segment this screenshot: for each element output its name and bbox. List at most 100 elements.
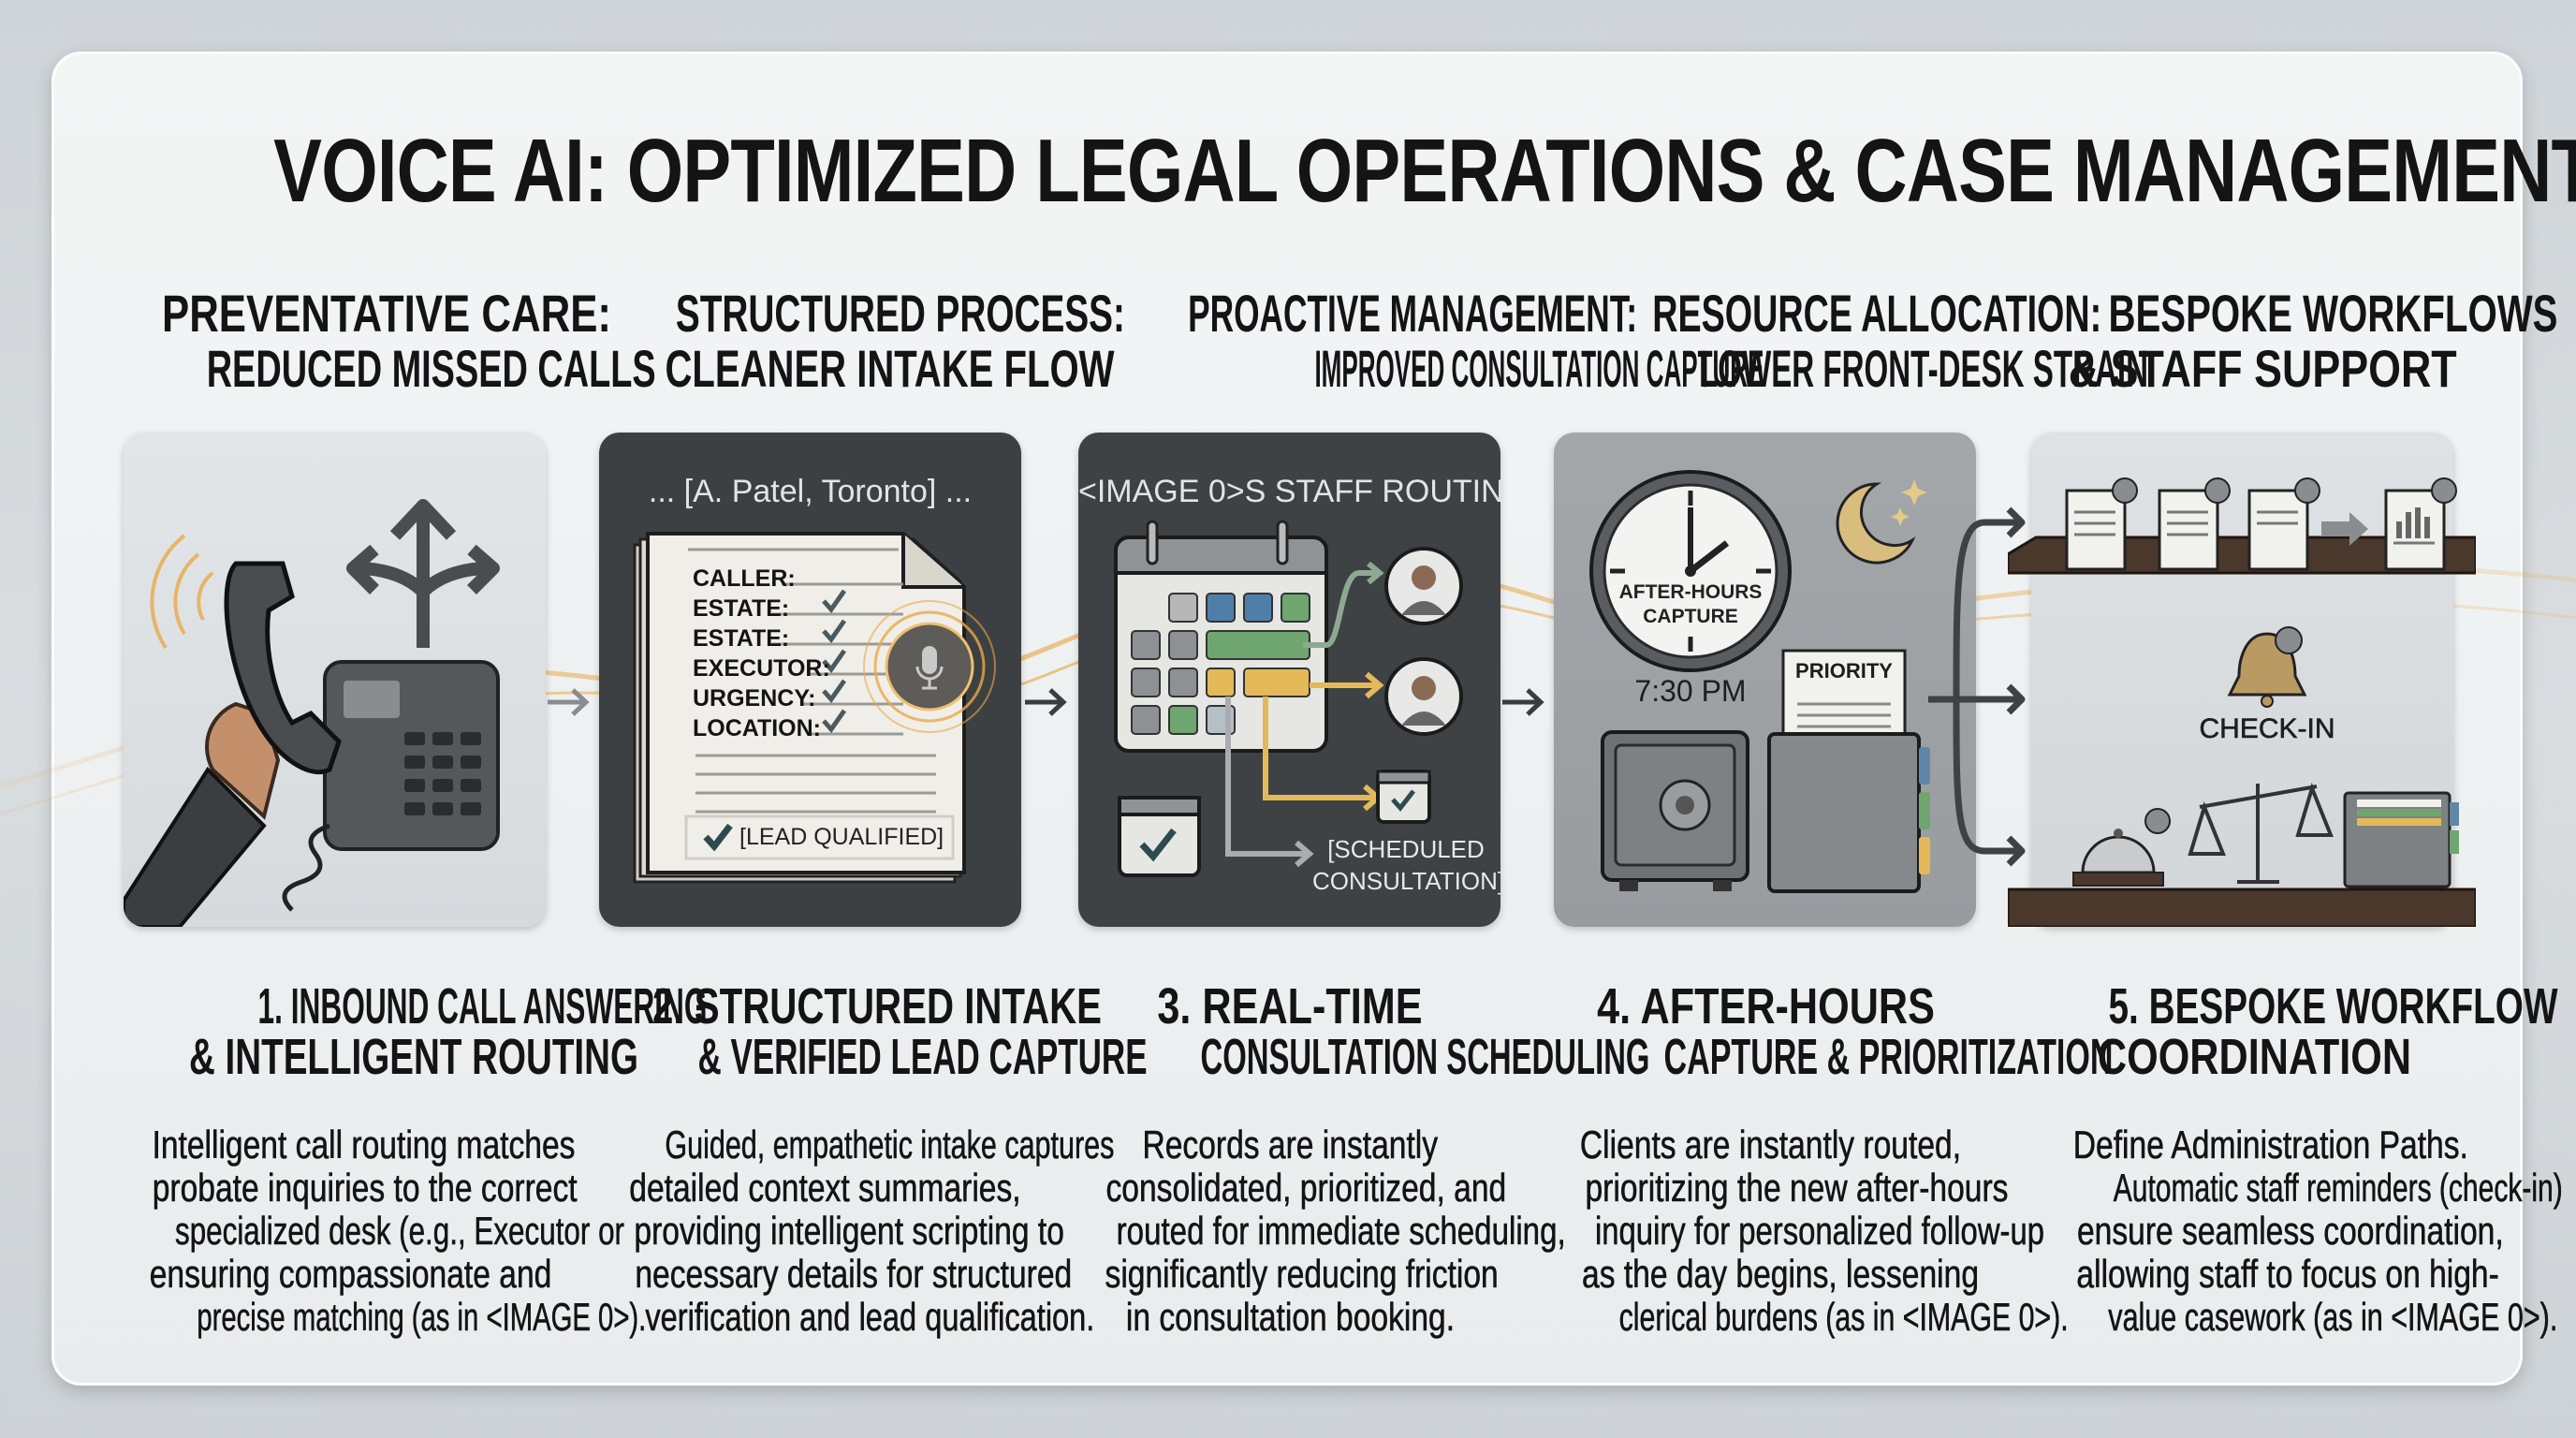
intake-caption: ... [A. Patel, Toronto] ... [648,474,973,509]
column-header-3: PROACTIVE MANAGEMENT:IMPROVED CONSULTATI… [1056,286,1764,396]
status-line: [SCHEDULED [1327,835,1485,863]
desc-line: prioritizing the new after-hours [1585,1166,2009,1210]
arrow-right-icon [548,688,590,716]
desc-line: as the day begins, lessening [1582,1252,1980,1296]
desc-line: Define Administration Paths. [2072,1123,2469,1167]
header-line: PROACTIVE MANAGEMENT: [1188,284,1638,343]
step-title-1: 1. INBOUND CALL ANSWERING& INTELLIGENT R… [99,981,708,1082]
desc-line: allowing staff to focus on high- [2076,1252,2499,1296]
arrow-right-icon [1025,688,1067,716]
checkmark-icon [703,589,847,852]
desc-line: in consultation booking. [1125,1295,1455,1339]
column-header-4: RESOURCE ALLOCATION:LOWER FRONT-DESK STR… [1544,286,2148,396]
page-title: VOICE AI: OPTIMIZED LEGAL OPERATIONS & C… [0,120,2576,223]
safe-icon [1601,730,1749,891]
desc-line: probate inquiries to the correct [152,1166,578,1210]
step-line: CONSULTATION SCHEDULING [1200,1029,1650,1085]
column-header-5: BESPOKE WORKFLOWS& STAFF SUPPORT [2020,286,2558,398]
check-in-label: CHECK-IN [2199,713,2335,745]
field-label: EXECUTOR: [693,655,830,682]
field-label: ESTATE: [693,595,790,622]
desc-line: necessary details for structured [635,1252,1073,1296]
panel-after-hours: AFTER-HOURS CAPTURE 7:30 PM PRIORITY [1554,433,1976,927]
desc-line: verification and lead qualification. [645,1295,1095,1339]
desc-line: detailed context summaries, [629,1166,1021,1210]
step-line: COORDINATION [2097,1029,2411,1085]
panel-bespoke-workflow: CHECK-IN [2008,433,2476,927]
desc-line: significantly reducing friction [1105,1252,1499,1296]
scheduled-consultation-status: [SCHEDULED CONSULTATION] [1312,833,1500,897]
desc-line: Records are instantly [1142,1123,1438,1167]
branching-arrows-icon [346,499,500,648]
file-box-icon [2343,791,2459,888]
panel-structured-intake: ... [A. Patel, Toronto] ... CALLER: ESTA… [599,433,1021,927]
step-line: CAPTURE & PRIORITIZATION [1663,1029,2114,1085]
microphone-icon [863,600,996,733]
step-description-4: Clients are instantly routed,prioritizin… [1532,1123,2069,1339]
bell-icon [2227,626,2307,708]
step-line: 4. AFTER-HOURS [1597,978,1936,1034]
branching-arrow-icon [1928,506,2026,867]
sound-waves-icon [150,534,214,650]
desc-line: consolidated, prioritized, and [1105,1166,1507,1210]
desc-line: Intelligent call routing matches [152,1123,576,1167]
desc-line: Clients are instantly routed, [1579,1123,1962,1167]
step-line: 1. INBOUND CALL ANSWERING [257,978,708,1034]
arrow-right-icon [1502,688,1544,716]
priority-folder-icon [1767,649,1930,893]
step-line: 5. BESPOKE WORKFLOW [2108,978,2558,1034]
column-header-2: STRUCTURED PROCESS:CLEANER INTAKE FLOW [576,286,1124,396]
column-header-1: PREVENTATIVE CARE:REDUCED MISSED CALLS [99,286,656,396]
header-line: RESOURCE ALLOCATION: [1652,284,2102,343]
service-bell-icon [2072,808,2171,887]
header-line: CLEANER INTAKE FLOW [665,339,1115,398]
field-label: URGENCY: [693,685,816,712]
desc-line: value casework (as in <IMAGE 0>). [2108,1295,2558,1339]
desc-line: Automatic staff reminders (check-in) [2113,1166,2563,1210]
page-title-text: VOICE AI: OPTIMIZED LEGAL OPERATIONS & C… [273,121,2576,221]
desc-line: inquiry for personalized follow-up [1594,1209,2044,1253]
routing-arrows [1225,561,1384,868]
lead-qualified-status: [LEAD QUALIFIED] [739,824,944,850]
time-readout: 7:30 PM [1634,674,1747,708]
desc-line: ensuring compassionate and [149,1252,552,1296]
phone-handset-icon [124,561,342,927]
step-line: & VERIFIED LEAD CAPTURE [697,1029,1148,1085]
desk-phone-icon [282,660,500,912]
header-line: REDUCED MISSED CALLS [206,339,656,398]
step-line: & INTELLIGENT ROUTING [188,1029,638,1085]
desc-line: clerical burdens (as in <IMAGE 0>). [1618,1295,2069,1339]
desc-line: specialized desk (e.g., Executor or [174,1209,624,1253]
status-line: CONSULTATION] [1312,867,1500,895]
calendar-icon [1114,520,1328,753]
routing-caption: <IMAGE 0>S STAFF ROUTING [1078,474,1500,509]
field-label: CALLER: [693,565,796,592]
clock-label: AFTER-HOURS CAPTURE [1606,580,1775,629]
desc-line: Guided, empathetic intake captures [665,1123,1115,1167]
header-line: IMPROVED CONSULTATION CAPTURE [1314,339,1764,398]
field-label: ESTATE: [693,625,790,652]
scales-of-justice-icon [2188,782,2334,884]
clock-label-line: CAPTURE [1643,606,1738,627]
desk-surface [2008,888,2476,927]
desc-line: ensure seamless coordination, [2076,1209,2504,1253]
step-title-2: 2. STRUCTURED INTAKE& VERIFIED LEAD CAPT… [576,981,1148,1082]
clock-icon [1589,470,1792,672]
panel-consultation-scheduling: <IMAGE 0>S STAFF ROUTING [SCHEDULED CONS… [1078,433,1500,927]
priority-label: PRIORITY [1795,659,1893,682]
field-label: LOCATION: [693,715,822,741]
header-line: PREVENTATIVE CARE: [161,284,611,343]
intake-fields: CALLER: ESTATE: ESTATE: EXECUTOR: URGENC… [693,564,830,743]
clock-label-line: AFTER-HOURS [1618,581,1763,603]
calendar-check-icon [1118,770,1431,877]
desc-line: precise matching (as in <IMAGE 0>). [197,1295,647,1339]
header-line: & STAFF SUPPORT [2068,339,2457,398]
step-line: 2. STRUCTURED INTAKE [652,978,1103,1034]
header-line: LOWER FRONT-DESK STRAIN [1698,339,2148,398]
